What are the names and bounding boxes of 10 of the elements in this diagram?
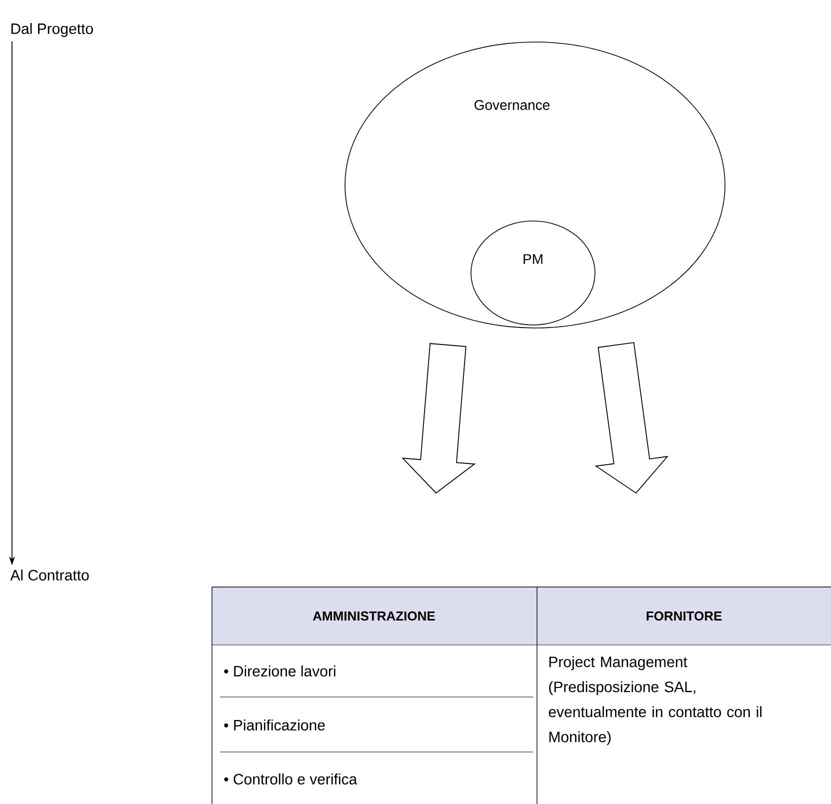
axis-label: Al Contratto — [10, 570, 89, 580]
cell-text: Project Management (Predisposizione SAL, eventualmente in contatto con il Monitore) — [548, 656, 762, 746]
column-header: AMMINISTRAZIONE — [312, 611, 435, 621]
list-item: • Direzione lavori — [224, 666, 336, 676]
axis-label: Dal Progetto — [11, 23, 93, 37]
list-item: • Controllo e verifica — [224, 774, 358, 784]
block-arrow — [402, 343, 476, 494]
list-item: • Pianificazione — [224, 720, 325, 730]
block-arrow — [594, 342, 669, 494]
column-header: FORNITORE — [646, 611, 722, 621]
